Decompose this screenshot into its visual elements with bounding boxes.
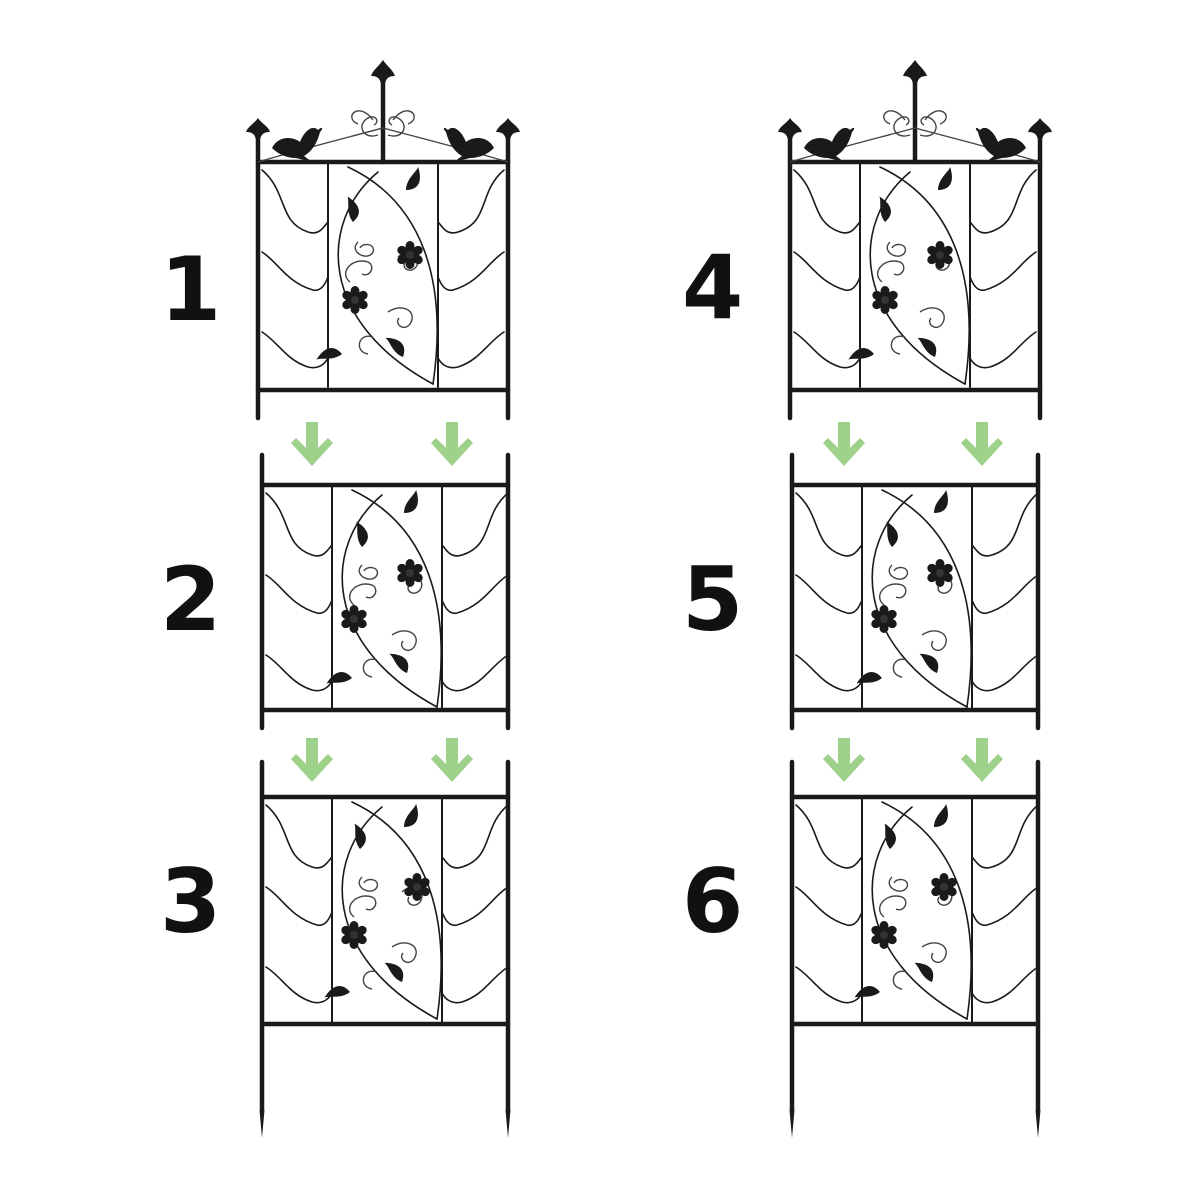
bird-icon xyxy=(443,127,494,162)
fleur-de-lis-icon xyxy=(1028,118,1052,140)
step-numbers: 1 2 3 4 5 6 xyxy=(160,236,743,953)
bird-icon xyxy=(804,127,855,162)
top-section xyxy=(778,60,1052,421)
down-arrow-icon xyxy=(823,738,865,782)
bird-icon xyxy=(975,127,1026,162)
fleur-de-lis-icon xyxy=(778,118,802,140)
down-arrow-icon xyxy=(431,422,473,466)
down-arrow-icon xyxy=(961,422,1003,466)
top-section xyxy=(246,60,520,421)
down-arrow-icon xyxy=(961,738,1003,782)
fleur-de-lis-icon xyxy=(246,118,270,140)
down-arrow-icon xyxy=(431,738,473,782)
down-arrow-icon xyxy=(291,422,333,466)
bottom-section xyxy=(259,759,511,1138)
assembly-column-right xyxy=(778,60,1052,1138)
bottom-section xyxy=(789,759,1041,1138)
step-number: 3 xyxy=(160,850,221,953)
step-number: 6 xyxy=(682,850,743,953)
down-arrow-icon xyxy=(823,422,865,466)
middle-section xyxy=(789,452,1041,731)
down-arrow-icon xyxy=(291,738,333,782)
fleur-de-lis-icon xyxy=(371,60,395,84)
step-number: 5 xyxy=(682,548,743,651)
step-number: 4 xyxy=(682,236,743,339)
middle-section xyxy=(259,452,511,731)
fleur-de-lis-icon xyxy=(903,60,927,84)
bird-icon xyxy=(272,127,323,162)
assembly-column-left xyxy=(246,60,520,1138)
step-number: 2 xyxy=(160,548,221,651)
fleur-de-lis-icon xyxy=(496,118,520,140)
step-number: 1 xyxy=(160,238,221,341)
